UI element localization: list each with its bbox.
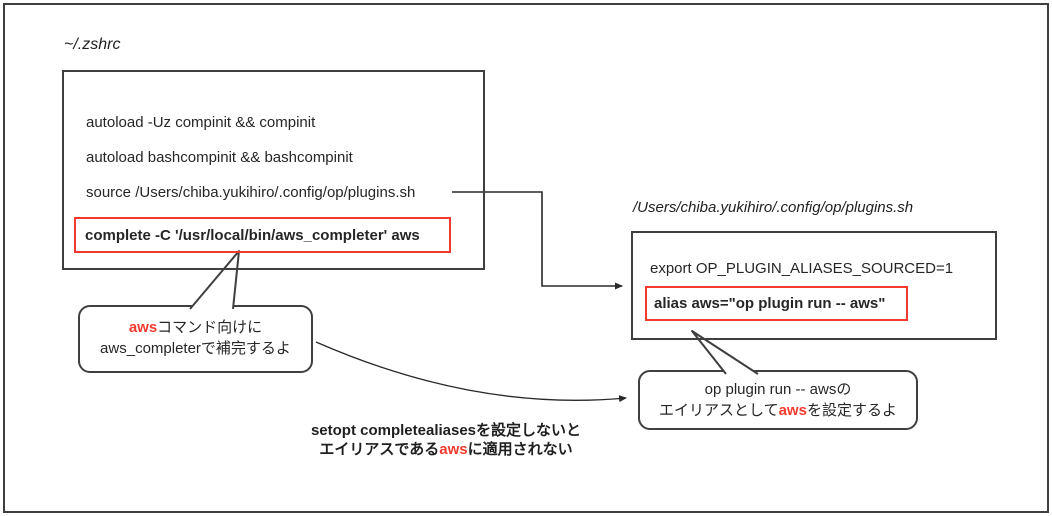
highlighted-complete-command-box: complete -C '/usr/local/bin/aws_complete… [74,217,451,253]
aws-accent: aws [778,402,807,419]
aws-accent: aws [128,319,158,336]
bubble-left-line1: awsコマンド向けに [80,317,311,338]
completer-note-bubble: awsコマンド向けに aws_completerで補完するよ [78,305,313,373]
bubble-left-line2: aws_completerで補完するよ [100,340,291,357]
note-line1: setopt completealiasesを設定しないと [310,422,582,439]
plugins-code-box: export OP_PLUGIN_ALIASES_SOURCED=1 alias… [631,231,997,340]
plugins-file-label: /Users/chiba.yukihiro/.config/op/plugins… [633,199,914,216]
code-line-autoload-compinit: autoload -Uz compinit && compinit [86,114,316,131]
outer-frame [3,3,1049,513]
note-line2-post: に適用されない [467,441,573,458]
zshrc-code-box: autoload -Uz compinit && compinit autolo… [62,70,485,270]
aws-accent: aws [439,441,468,458]
bubble-right-line2-pre: エイリアスとして [659,402,779,419]
alias-note-bubble: op plugin run -- awsの エイリアスとしてawsを設定するよ [638,370,918,430]
alias-command-text: alias aws="op plugin run -- aws" [654,295,886,312]
bubble-left-line1-rest: コマンド向けに [157,319,263,336]
code-line-source-plugins: source /Users/chiba.yukihiro/.config/op/… [86,184,416,201]
completealiases-warning-note: setopt completealiasesを設定しないと エイリアスであるaw… [280,421,612,459]
bubble-right-line2: エイリアスとしてawsを設定するよ [640,400,916,421]
complete-command-text: complete -C '/usr/local/bin/aws_complete… [85,226,420,244]
bubble-right-line2-post: を設定するよ [806,402,897,419]
highlighted-alias-command-box: alias aws="op plugin run -- aws" [645,286,908,321]
bubble-right-line1: op plugin run -- awsの [704,381,852,398]
note-line2: エイリアスであるawsに適用されない [280,440,612,459]
zshrc-file-label: ~/.zshrc [64,36,121,53]
code-line-autoload-bashcompinit: autoload bashcompinit && bashcompinit [86,149,353,166]
code-line-export-sourced: export OP_PLUGIN_ALIASES_SOURCED=1 [650,260,954,277]
note-line2-pre: エイリアスである [319,441,440,458]
